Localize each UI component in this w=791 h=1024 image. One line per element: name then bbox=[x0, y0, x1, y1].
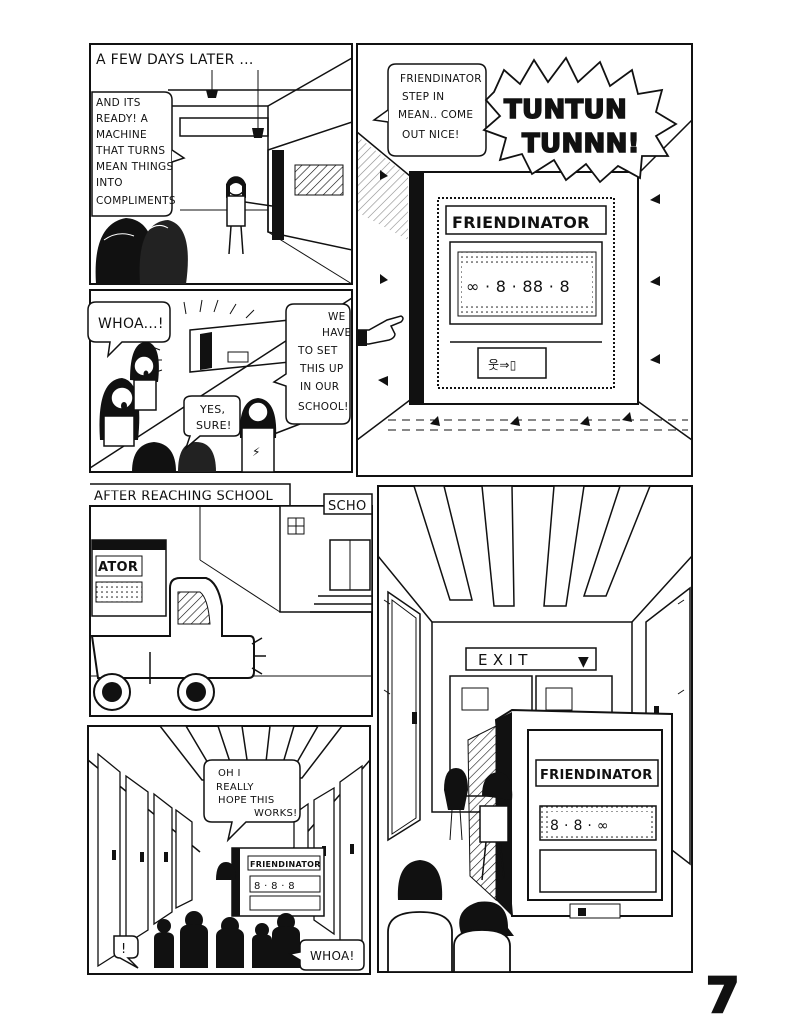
panel-6-hope-line: WORKS! bbox=[254, 808, 297, 819]
svg-text:⚡: ⚡ bbox=[252, 445, 261, 459]
exit-sign: E X I T bbox=[478, 651, 528, 669]
panel-1-speech-line: MEAN THINGS bbox=[96, 161, 173, 173]
panel-6-screen-symbols: 8 · 8 · 8 bbox=[254, 881, 295, 892]
panel-1-speech-line: MACHINE bbox=[96, 129, 147, 141]
panel-6-hope-line: HOPE THIS bbox=[218, 795, 275, 806]
girl-character: ⚡ bbox=[239, 398, 301, 473]
surprised-friends bbox=[99, 341, 159, 447]
svg-text:AND ITS READY! A M: AND ITS READY! A MACHINE THAT TURNS MEAN… bbox=[95, 97, 177, 207]
panel-1-speech-line: AND ITS bbox=[96, 97, 141, 109]
friendinator-machine: FRIENDINATOR 8 · 8 · 8 bbox=[231, 847, 325, 917]
page-number: 7 bbox=[706, 968, 740, 1024]
girl-character bbox=[226, 176, 273, 255]
crowd-silhouettes bbox=[154, 911, 300, 968]
panel-3-speech-bubble-yes bbox=[183, 395, 241, 451]
panel-1-caption: A FEW DAYS LATER ... bbox=[96, 52, 254, 68]
panel-4: AFTER REACHING SCHOOL SCHO ATOR bbox=[89, 483, 373, 717]
panel-3-setup-line: WE bbox=[328, 311, 346, 323]
school-sign: SCHO bbox=[328, 499, 367, 514]
panel-3: ⚡ WHOA...! WE HAVE TO SET THIS UP IN OUR… bbox=[87, 289, 355, 473]
panel-3-speech-whoa: WHOA...! bbox=[98, 316, 164, 332]
panel-1-speech-line: COMPLIMENTS bbox=[96, 195, 176, 207]
panel-1-speech-line: THAT TURNS bbox=[95, 145, 165, 157]
friendinator-machine: FRIENDINATOR ∞ · 8 · 88 · 8 웃⇒▯ bbox=[409, 171, 639, 405]
panel-5-machine-label: FRIENDINATOR bbox=[540, 768, 653, 783]
panel-5: E X I T ▼ FRIENDINATOR 8 · 8 · ∞ bbox=[377, 485, 693, 973]
panel-4-caption: AFTER REACHING SCHOOL bbox=[94, 489, 274, 504]
sound-effect-burst bbox=[482, 56, 678, 184]
panel-3-setup-line: HAVE bbox=[322, 327, 351, 339]
panel-1-speech-line: INTO bbox=[96, 177, 123, 189]
panel-2-speech-line: OUT NICE! bbox=[402, 129, 460, 141]
panel-3-setup-line: IN OUR bbox=[300, 381, 339, 393]
friendinator-machine: FRIENDINATOR 8 · 8 · ∞ bbox=[494, 708, 673, 919]
panel-6-speech-bubble-whoa bbox=[287, 939, 365, 971]
svg-text:OH I REALLY HOPE T: OH I REALLY HOPE THIS WORKS! bbox=[216, 768, 297, 819]
panel-2-speech-bubble bbox=[387, 63, 487, 157]
pointing-hand-icon bbox=[356, 315, 404, 346]
panel-2-speech-line: STEP IN bbox=[402, 91, 444, 103]
panel-6-speech-bubble-hope bbox=[203, 759, 301, 843]
panel-3-speech-bubble-whoa bbox=[87, 301, 171, 359]
panel-2-machine-label: FRIENDINATOR bbox=[452, 213, 590, 232]
panel-3-setup-line: THIS UP bbox=[299, 363, 344, 375]
panel-3-yes-line: SURE! bbox=[196, 419, 232, 432]
panel-1-speech-bubble bbox=[91, 91, 173, 217]
panel-6-whoa: WHOA! bbox=[310, 949, 355, 963]
down-arrow-icon: ▼ bbox=[578, 654, 589, 670]
walking-kid bbox=[479, 772, 513, 881]
sound-effect-line: TUNTUN bbox=[504, 95, 627, 125]
panel-4-machine-label: ATOR bbox=[98, 560, 138, 575]
panel-3-yes-line: YES, bbox=[199, 403, 225, 416]
sound-effect-line: TUNNN! bbox=[522, 129, 640, 159]
panel-1: A FEW DAYS LATER ... bbox=[89, 43, 353, 285]
panel-1-speech-line: READY! A bbox=[96, 113, 149, 125]
delivery-truck bbox=[90, 577, 266, 711]
panel-5-screen-symbols: 8 · 8 · ∞ bbox=[550, 818, 609, 834]
panel-6-speech-bubble-exclaim bbox=[113, 935, 139, 969]
panel-2: FRIENDINATOR ∞ · 8 · 88 · 8 웃⇒▯ FRIENDIN… bbox=[356, 43, 693, 477]
panel-3-speech-bubble-setup bbox=[272, 303, 351, 425]
foreground-kids bbox=[387, 860, 514, 973]
panel-3-setup-line: TO SET bbox=[297, 345, 338, 357]
panel-2-speech-line: FRIENDINATOR bbox=[400, 73, 482, 85]
panel-3-setup-line: SCHOOL! bbox=[298, 401, 349, 413]
svg-text:WE HAVE TO SET: WE HAVE TO SET THIS UP IN OUR SCHOOL! bbox=[297, 311, 355, 413]
panel-6-hope-line: OH I bbox=[218, 768, 241, 779]
panel-6-machine-label: FRIENDINATOR bbox=[250, 860, 321, 869]
panel-6-hope-line: REALLY bbox=[216, 782, 254, 793]
svg-text:FRIENDINATOR STEP IN: FRIENDINATOR STEP IN MEAN.. COME OUT NIC… bbox=[398, 73, 486, 141]
panel-6: FRIENDINATOR 8 · 8 · 8 OH I REALLY HOPE … bbox=[87, 725, 371, 975]
panel-2-speech-line: MEAN.. COME bbox=[398, 109, 473, 121]
panel-6-exclaim: ! bbox=[121, 942, 127, 957]
friends-back-heads bbox=[95, 218, 188, 284]
svg-text:웃⇒▯: 웃⇒▯ bbox=[488, 358, 517, 372]
panel-2-screen-symbols: ∞ · 8 · 88 · 8 bbox=[466, 277, 570, 296]
svg-text:YES, SURE!: YES, SURE! bbox=[196, 403, 232, 432]
svg-text:TUNTUN TUNNN!: TUNTUN TUNNN! bbox=[504, 95, 640, 159]
